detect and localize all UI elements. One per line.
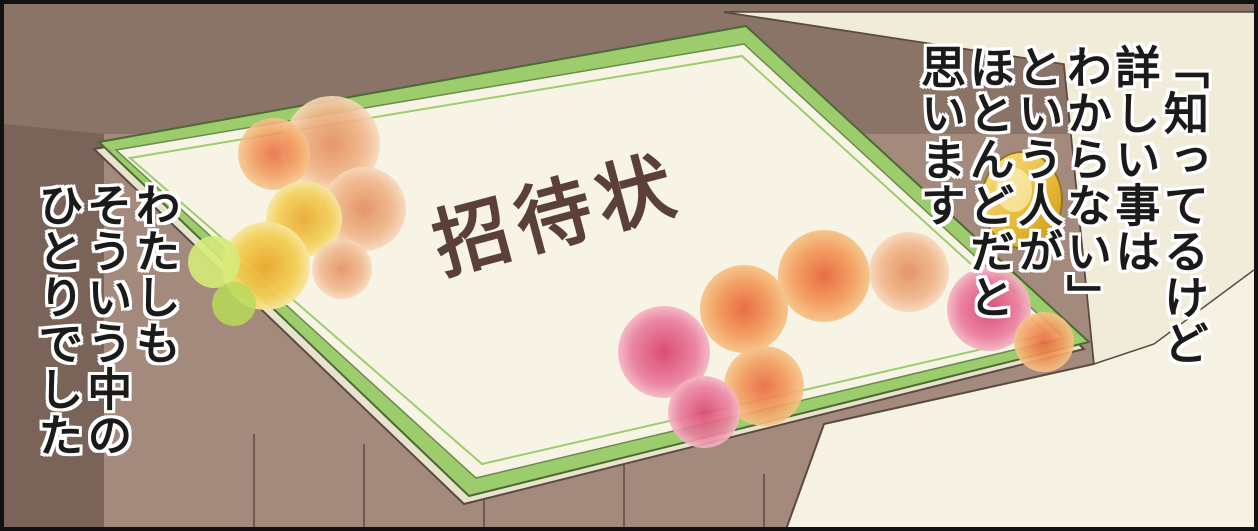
flower-cluster-bottom [618, 230, 1074, 448]
narration-right: 「知ってるけど 詳しい事は わからない」 という人が ほとんどだと 思います [913, 44, 1209, 366]
scene-illustration [4, 4, 1254, 527]
wax-seal [981, 151, 1063, 249]
flower-cluster-top [188, 96, 406, 326]
envelope-flap [723, 11, 1254, 366]
table-left-side [4, 124, 104, 527]
narration-left: わたしも そういう中の ひとりでした [30, 182, 181, 458]
